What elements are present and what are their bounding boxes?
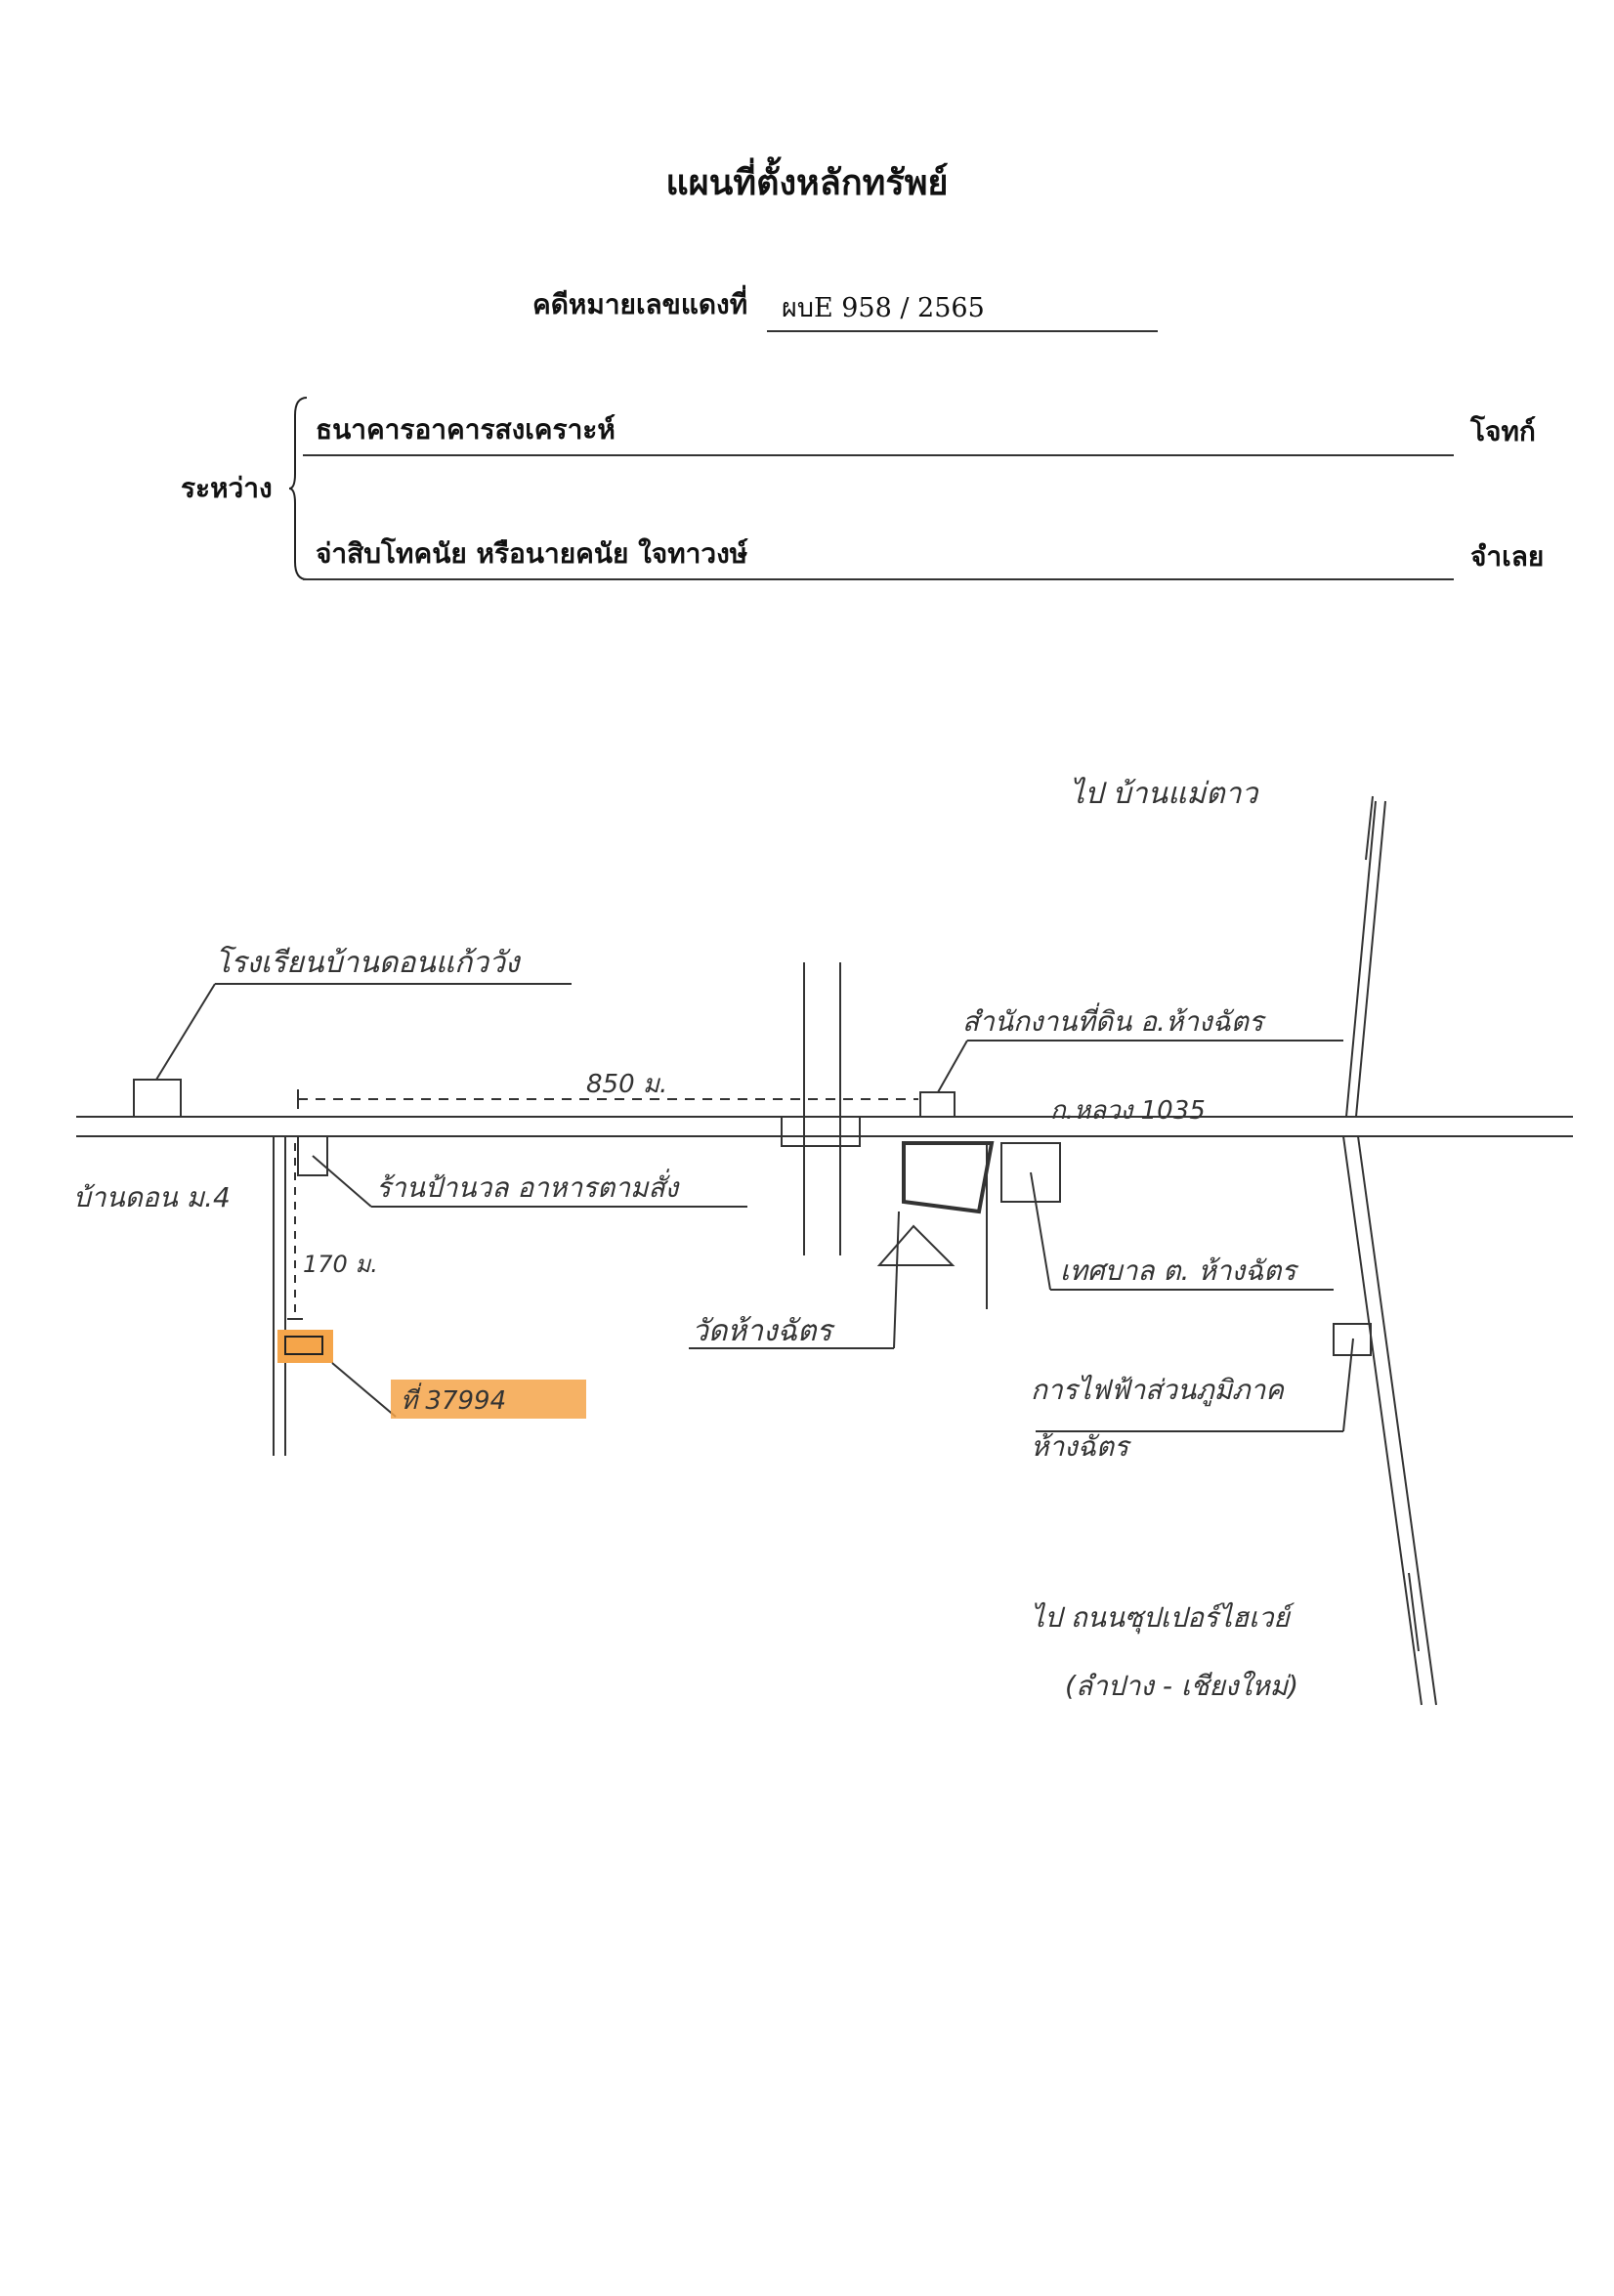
label-village: บ้านดอน ม.4 <box>73 1181 231 1213</box>
property-marker <box>277 1330 333 1363</box>
page-title: แผนที่ตั้งหลักทรัพย์ <box>665 162 949 203</box>
label-electric: การไฟฟ้าส่วนภูมิภาค <box>1031 1374 1285 1407</box>
land-office-box <box>919 1091 956 1118</box>
label-temple: วัดห้างฉัตร <box>692 1314 836 1348</box>
label-land-office: สำนักงานที่ดิน อ.ห้างฉัตร <box>962 1002 1266 1038</box>
label-distance-main: 850 ม. <box>586 1070 667 1099</box>
electric-leader <box>1342 1338 1354 1432</box>
property-box <box>284 1336 323 1355</box>
north-road-left <box>1345 800 1377 1118</box>
municipality-box <box>1000 1142 1061 1203</box>
label-highway: ก.หลวง 1035 <box>1050 1096 1206 1126</box>
temple-icon <box>876 1224 956 1266</box>
defendant-name: จ่าสิบโทคนัย หรือนายคนัย ใจทาวงษ์ <box>316 537 748 570</box>
municipality-leader <box>1030 1171 1051 1291</box>
north-arrow-icon <box>1365 795 1374 861</box>
property-highlight <box>391 1380 586 1419</box>
brace-icon <box>289 397 308 580</box>
label-property: ที่ 37994 <box>401 1382 506 1416</box>
plaintiff-underline <box>303 454 1454 456</box>
case-number-underline <box>767 330 1158 332</box>
defendant-role: จำเลย <box>1470 540 1545 573</box>
label-electric-2: ห้างฉัตร <box>1031 1430 1131 1463</box>
case-number-label: คดีหมายเลขแดงที่ <box>532 288 748 320</box>
label-to-south-2: (ลำปาง - เชียงใหม่) <box>1065 1670 1298 1702</box>
label-school: โรงเรียนบ้านดอนแก้ววัง <box>215 945 522 980</box>
temple-box <box>902 1141 995 1214</box>
label-municipality: เทศบาล ต. ห้างฉัตร <box>1060 1254 1298 1287</box>
school-box <box>133 1079 182 1118</box>
south-arrow-icon <box>1408 1572 1420 1652</box>
south-road-right <box>1357 1135 1437 1706</box>
school-leader <box>155 983 216 1081</box>
property-leader <box>331 1362 397 1418</box>
south-road-left <box>1342 1135 1423 1706</box>
temple-leader <box>893 1211 900 1349</box>
label-distance-side: 170 ม. <box>303 1251 378 1278</box>
between-label: ระหว่าง <box>181 472 273 504</box>
plaintiff-name: ธนาคารอาคารสงเคราะห์ <box>316 413 616 446</box>
shop-leader <box>312 1155 372 1208</box>
shop-box <box>297 1135 328 1176</box>
label-to-south: ไป ถนนซุปเปอร์ไฮเวย์ <box>1031 1601 1295 1635</box>
defendant-underline <box>303 578 1454 580</box>
label-noodle-shop: ร้านป้านวล อาหารตามสั่ง <box>376 1169 681 1204</box>
label-to-north: ไป บ้านแม่ตาว <box>1070 777 1260 811</box>
north-road-right <box>1355 800 1386 1118</box>
plaintiff-role: โจทก์ <box>1470 415 1536 447</box>
land-office-leader <box>937 1040 968 1093</box>
case-number-value: ผบE 958 / 2565 <box>782 293 985 323</box>
bridge <box>781 1116 861 1147</box>
